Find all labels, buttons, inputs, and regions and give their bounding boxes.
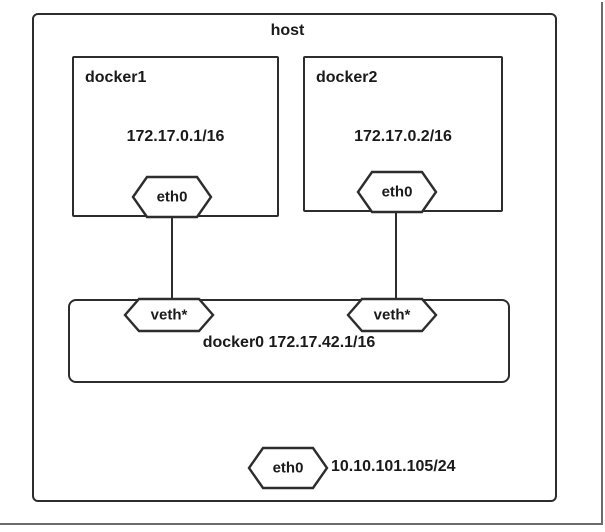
- veth-link-line-docker2: [395, 210, 397, 300]
- eth0-port-hexagon-docker1: eth0: [131, 175, 213, 219]
- bridge-label: docker0 172.17.42.1/16: [202, 334, 376, 351]
- eth0-port-hexagon-docker2: eth0: [356, 170, 438, 214]
- port-label: eth0: [157, 189, 188, 206]
- image-shadow-bottom: [0, 523, 603, 525]
- container-ip: 172.17.0.1/16: [126, 128, 225, 145]
- container-ip: 172.17.0.2/16: [354, 128, 452, 145]
- eth0-port-hexagon-host: eth0: [247, 446, 329, 490]
- container-name: docker2: [316, 69, 378, 86]
- hexagon-shape: [356, 170, 438, 214]
- image-shadow-right: [601, 2, 603, 525]
- host-interface-ip: 10.10.101.105/24: [331, 458, 456, 475]
- port-label: eth0: [273, 460, 304, 477]
- veth-link-line-docker1: [171, 214, 173, 300]
- hexagon-shape: [346, 297, 438, 333]
- port-label: veth*: [151, 307, 188, 324]
- hexagon-shape: [247, 446, 329, 490]
- veth-port-hexagon-1: veth*: [123, 297, 215, 333]
- port-label: eth0: [382, 184, 413, 201]
- hexagon-shape: [131, 175, 213, 219]
- bridge-box-docker0: docker0 172.17.42.1/16: [68, 299, 510, 383]
- host-box: [32, 13, 557, 502]
- port-label: veth*: [374, 307, 411, 324]
- host-label: host: [270, 22, 305, 39]
- container-name: docker1: [85, 69, 147, 86]
- hexagon-shape: [123, 297, 215, 333]
- veth-port-hexagon-2: veth*: [346, 297, 438, 333]
